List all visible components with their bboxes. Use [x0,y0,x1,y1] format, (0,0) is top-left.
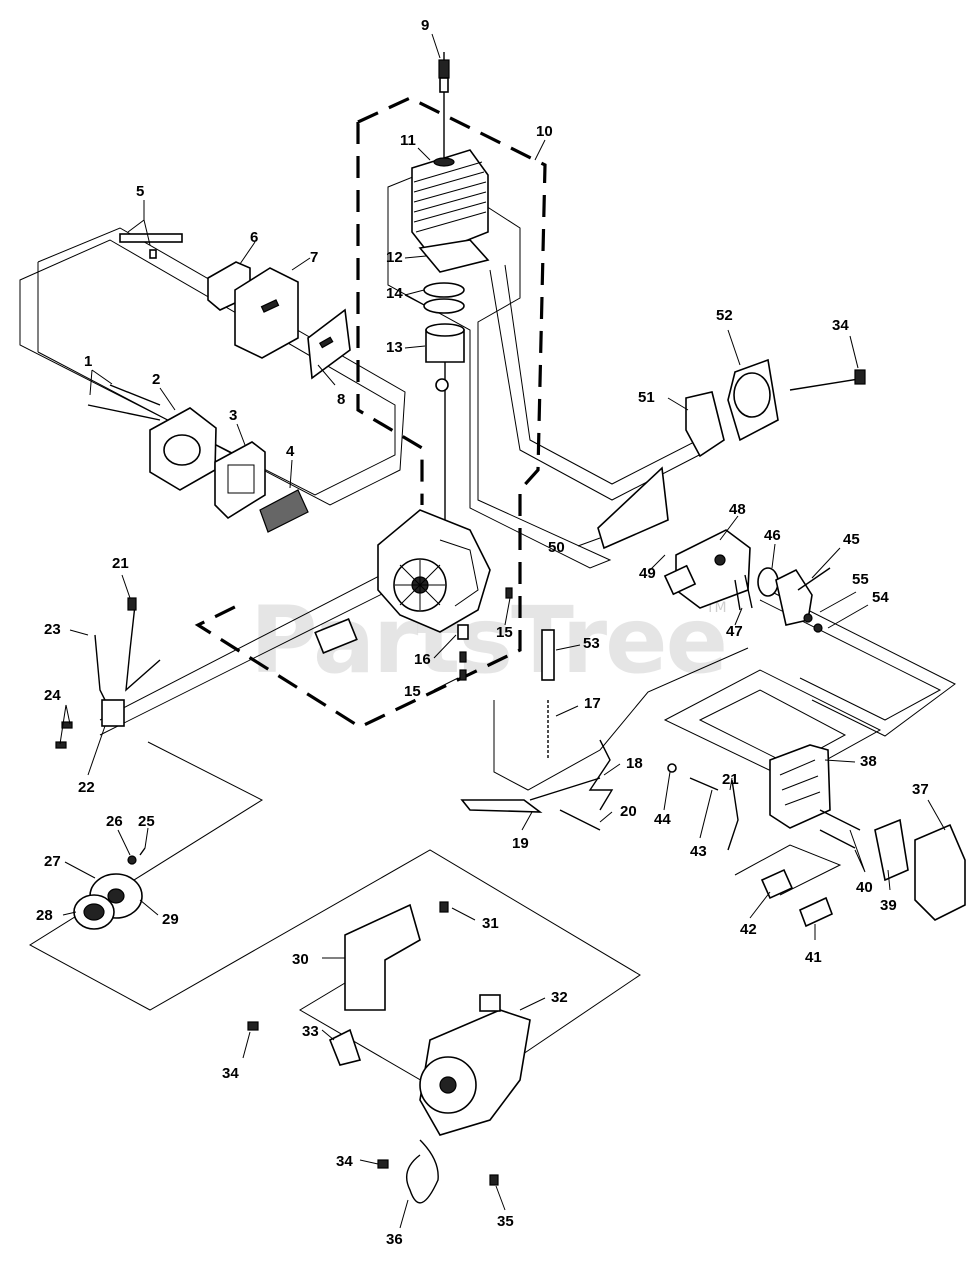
callout-46: 46 [764,527,781,544]
callout-23: 23 [44,621,61,638]
callout-2: 2 [152,371,160,388]
callout-4: 4 [286,443,295,460]
callout-14: 14 [386,285,403,302]
right-lower-parts [667,744,966,928]
callout-16: 16 [414,651,431,668]
callout-21b: 21 [722,771,739,788]
callout-28: 28 [36,907,53,924]
callout-51: 51 [638,389,655,406]
callout-11: 11 [400,132,416,149]
callout-38: 38 [860,753,877,770]
leader-lines [59,33,946,1229]
callout-39: 39 [880,897,897,914]
callout-17: 17 [584,695,601,712]
callout-49: 49 [639,565,656,582]
callout-48: 48 [729,501,746,518]
callout-20: 20 [620,803,637,820]
callout-40: 40 [856,879,873,896]
callout-25: 25 [138,813,155,830]
assembly-outlines [19,96,956,1101]
callout-10: 10 [536,123,553,140]
crankcase [314,509,491,654]
callout-34b: 34 [222,1065,239,1082]
callout-37: 37 [912,781,929,798]
callout-8: 8 [337,391,345,408]
callout-55: 55 [852,571,869,588]
carburetor [663,529,753,611]
callout-41: 41 [805,949,822,966]
callout-33: 33 [302,1023,319,1040]
starter-parts [73,847,146,930]
callout-15b: 15 [404,683,421,700]
callout-22: 22 [78,779,95,796]
callout-18: 18 [626,755,643,772]
callout-53: 53 [583,635,600,652]
ignition-parts [55,597,161,749]
callout-3: 3 [229,407,237,424]
callout-29: 29 [162,911,179,928]
callout-15a: 15 [496,624,513,641]
misc-hardware [247,1021,499,1204]
callout-6: 6 [250,229,258,246]
callout-35: 35 [497,1213,514,1230]
callout-13: 13 [386,339,403,356]
callout-52: 52 [716,307,733,324]
adapter-parts [685,358,866,458]
callout-27: 27 [44,853,61,870]
small-screws [457,587,513,681]
callout-26: 26 [106,813,123,830]
callout-34a: 34 [832,317,849,334]
callout-44: 44 [654,811,671,828]
callout-19: 19 [512,835,529,852]
callout-labels: 9 10 11 5 6 7 12 14 13 8 52 34 1 2 3 4 5… [36,17,929,1248]
callout-5: 5 [136,183,144,200]
callout-43: 43 [690,843,707,860]
cylinder [411,149,489,256]
callout-9: 9 [421,17,429,34]
throttle-parts [460,629,614,831]
piston-rings [423,282,465,314]
callout-1: 1 [84,353,92,370]
callout-47: 47 [726,623,743,640]
callout-21a: 21 [112,555,129,572]
choke-parts [757,567,831,633]
air-cleaner-parts [87,384,309,533]
callout-30: 30 [292,951,309,968]
piston [425,323,465,520]
callout-32: 32 [551,989,568,1006]
callout-34c: 34 [336,1153,353,1170]
carb-gasket [597,466,669,550]
callout-54: 54 [872,589,889,606]
spark-plug [438,52,450,160]
muffler-parts [119,233,351,380]
callout-42: 42 [740,921,757,938]
callout-45: 45 [843,531,860,548]
engine-housing [419,994,531,1136]
callout-7: 7 [310,249,318,266]
callout-24: 24 [44,687,61,704]
cylinder-gasket [418,239,490,273]
callout-36: 36 [386,1231,403,1248]
callout-12: 12 [386,249,403,266]
callout-50: 50 [548,539,565,556]
shroud-parts [344,901,449,1011]
callout-31: 31 [482,915,499,932]
